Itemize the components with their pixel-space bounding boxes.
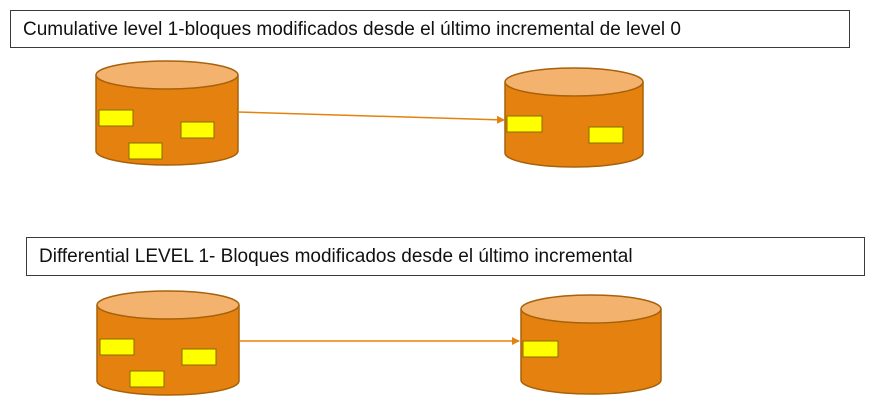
arrow-right-icon — [237, 111, 505, 124]
data-block-icon — [129, 370, 165, 388]
data-block-icon — [128, 142, 163, 160]
data-block-icon — [98, 109, 134, 127]
differential-backup-database-icon — [520, 294, 662, 395]
data-block-icon — [588, 126, 624, 144]
differential-level-1-label: Differential LEVEL 1- Bloques modificado… — [26, 237, 865, 276]
data-block-icon — [522, 340, 559, 358]
cumulative-source-database-icon — [95, 60, 239, 166]
cumulative-level-1-label: Cumulative level 1-bloques modificados d… — [10, 10, 850, 48]
differential-level-1-text: Differential LEVEL 1- Bloques modificado… — [39, 246, 633, 267]
differential-source-database-icon — [96, 290, 240, 396]
data-block-icon — [506, 115, 543, 133]
cumulative-level-1-text: Cumulative level 1-bloques modificados d… — [23, 18, 681, 40]
cumulative-backup-database-icon — [504, 67, 644, 168]
data-block-icon — [181, 348, 217, 366]
data-block-icon — [99, 338, 135, 356]
data-block-icon — [180, 121, 215, 139]
